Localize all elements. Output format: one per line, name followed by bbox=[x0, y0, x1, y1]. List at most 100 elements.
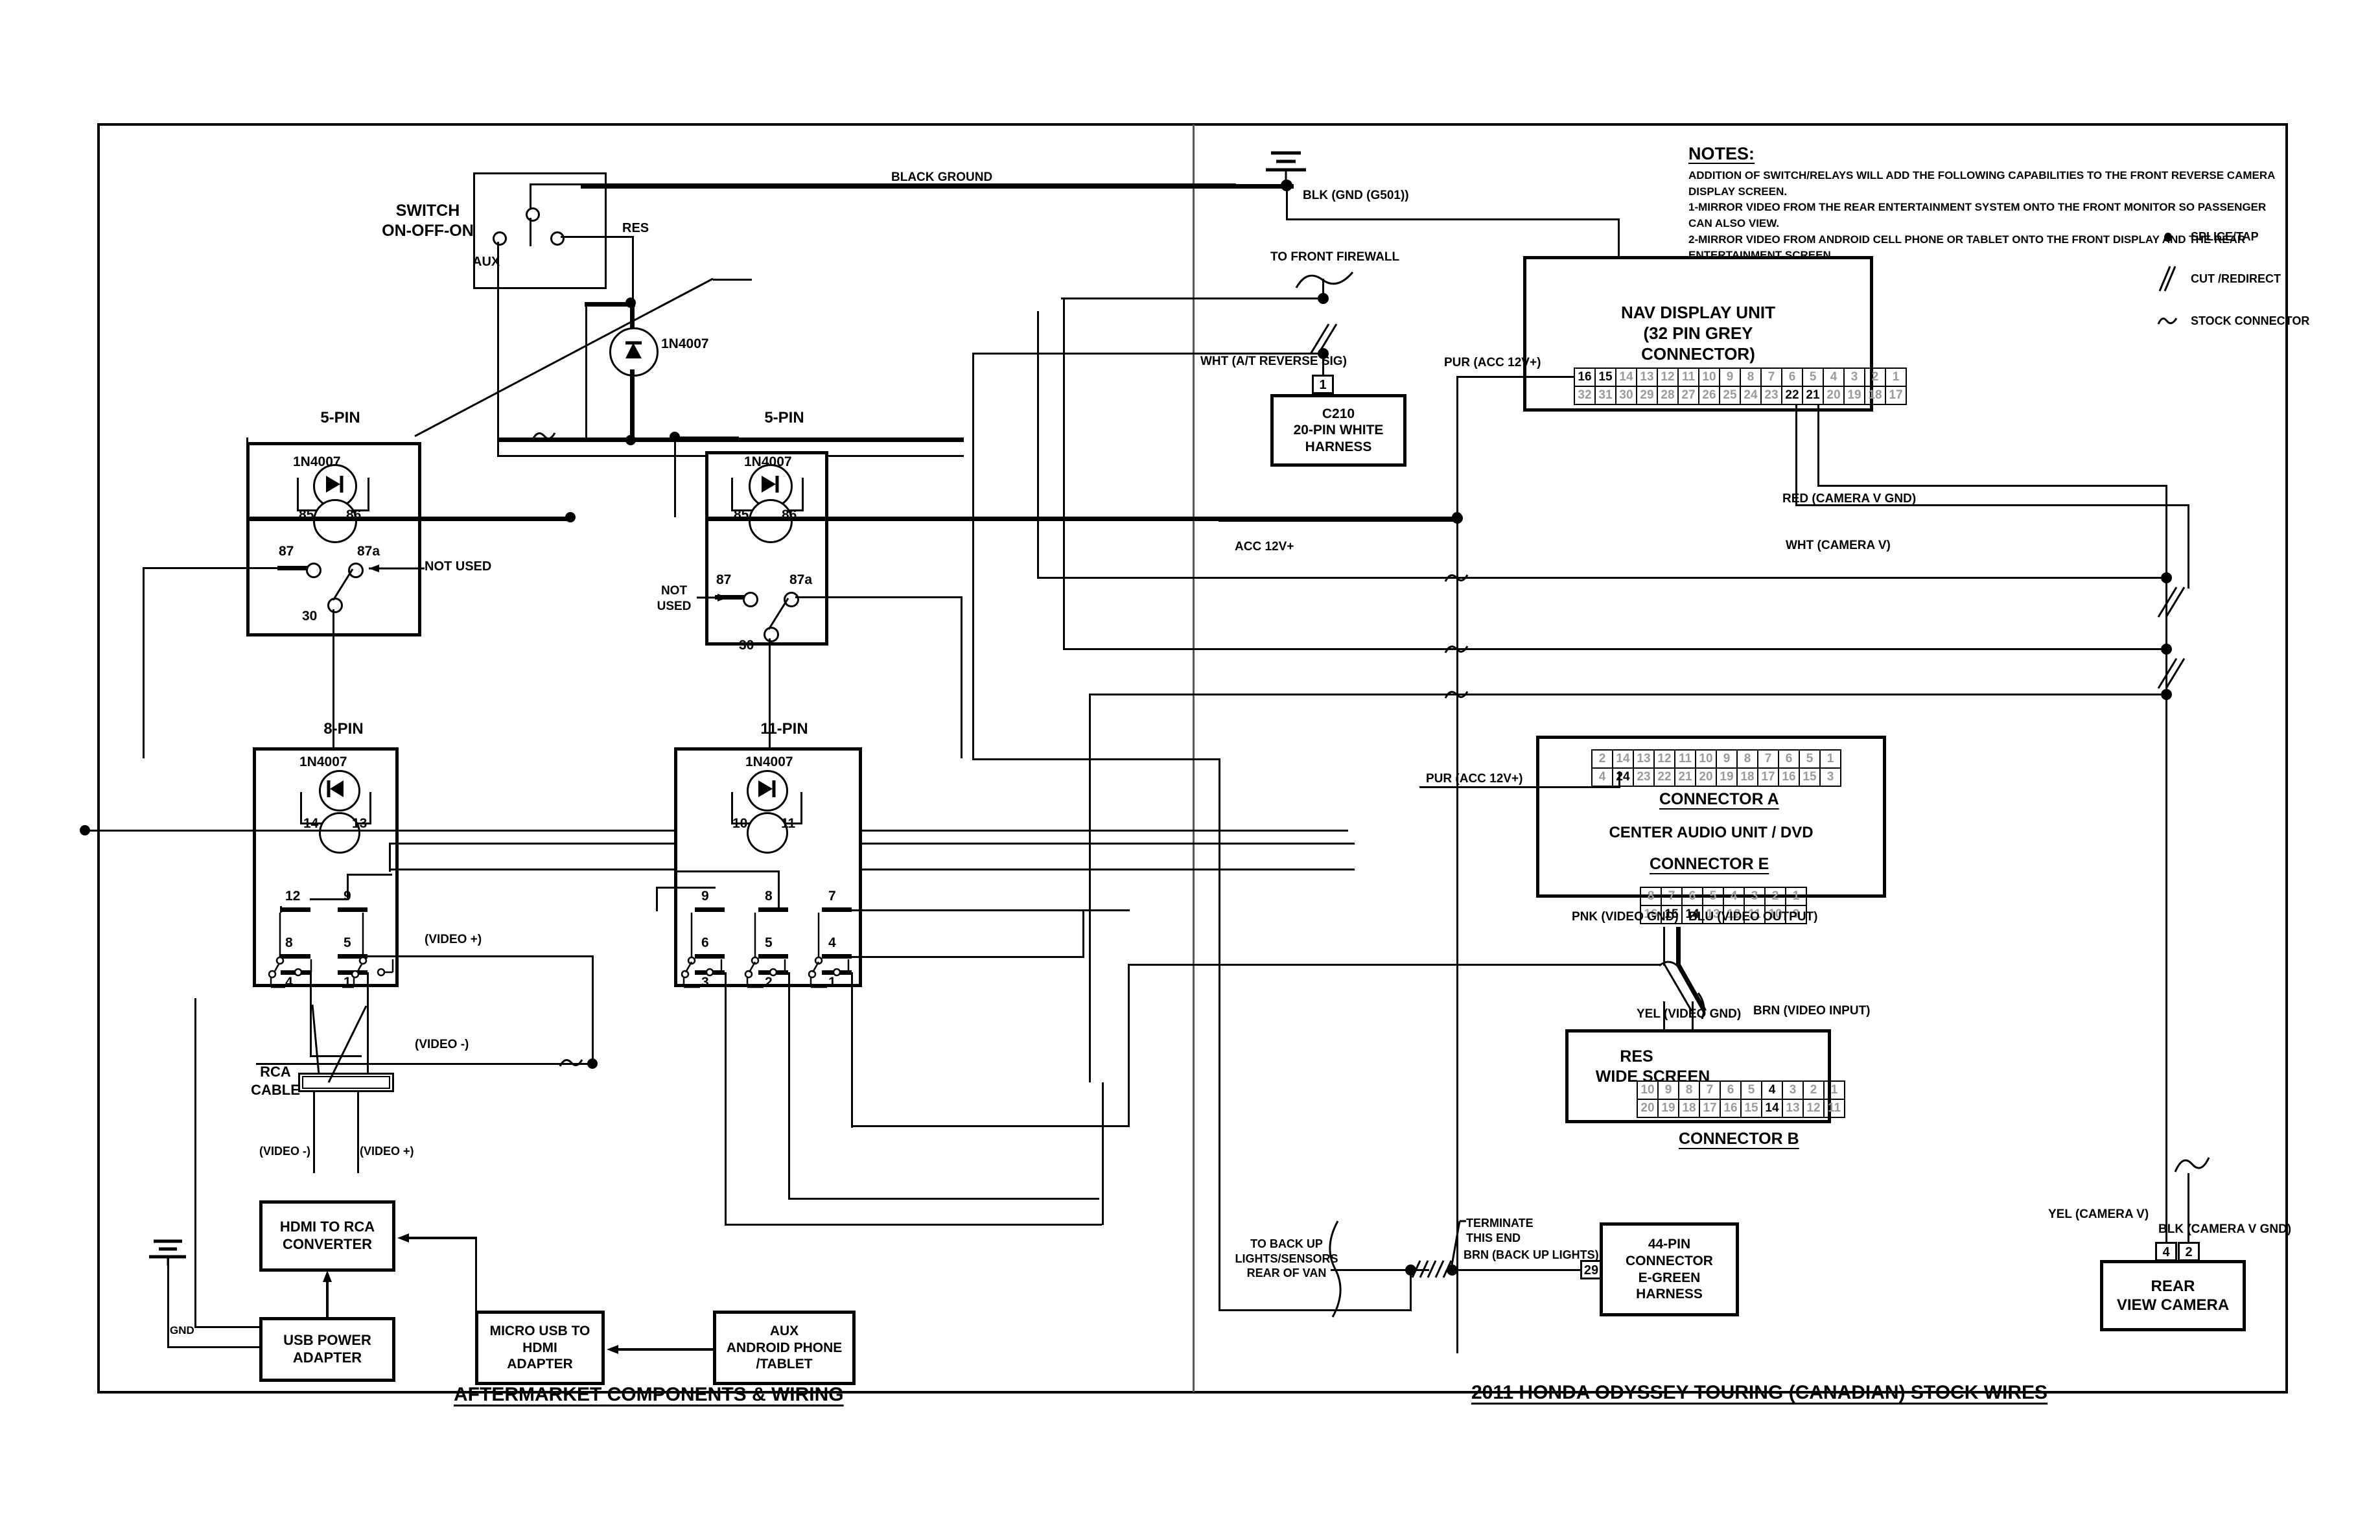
conn-a-pin: 9 bbox=[1716, 749, 1738, 769]
conn-b-pin: 14 bbox=[1761, 1099, 1783, 1118]
hdmi-to-rca-converter[interactable]: HDMI TO RCA CONVERTER bbox=[259, 1200, 395, 1272]
backup-reverse-top-h bbox=[972, 758, 1220, 760]
to-front-firewall-label: TO FRONT FIREWALL bbox=[1270, 250, 1400, 264]
splice-5pinleft-coil bbox=[565, 512, 576, 522]
connector-b-pins[interactable]: 10 9 8 7 6 5 4 3 2 1 20 19 18 17 16 15 1… bbox=[1637, 1080, 1845, 1118]
conn-b-row-bottom: 20 19 18 17 16 15 14 13 12 11 bbox=[1637, 1099, 1845, 1118]
micro-usb-to-hdmi-adapter[interactable]: MICRO USB TO HDMI ADAPTER bbox=[475, 1311, 605, 1385]
relay-8pin-w9-h bbox=[347, 874, 392, 876]
conn-a-pin: 13 bbox=[1633, 749, 1655, 769]
relay-5pin-left-term87 bbox=[277, 566, 309, 570]
connector-a-label: CONNECTOR A bbox=[1659, 790, 1779, 808]
terminate-line1: TERMINATE bbox=[1466, 1217, 1534, 1230]
bus-h-890 bbox=[1037, 577, 2168, 579]
nav-pin: 28 bbox=[1657, 386, 1679, 405]
switch-name-label: SWITCH ON-OFF-ON bbox=[353, 201, 502, 242]
relay-11pin-loop2-h bbox=[656, 887, 716, 889]
acc12v-main-v bbox=[1456, 517, 1458, 1353]
switch-branch-left-v bbox=[585, 302, 587, 438]
backup-reverse-left-v bbox=[1219, 758, 1220, 1311]
usb-power-adapter[interactable]: USB POWER ADAPTER bbox=[259, 1317, 395, 1382]
relay-5pin-left-87-feed bbox=[143, 567, 280, 569]
conn-a-pin: 19 bbox=[1716, 767, 1738, 787]
conn-b-pin: 5 bbox=[1740, 1080, 1762, 1100]
relay-8pin-w9-h2 bbox=[389, 869, 1355, 870]
relay-11pin-7-right bbox=[851, 909, 1130, 911]
backup-reverse-v bbox=[1410, 1269, 1412, 1311]
splice-8pin-coil-left bbox=[80, 825, 90, 835]
relay-5pin-mid-armature bbox=[767, 598, 789, 630]
relay-8pin-video-plus-label: (VIDEO +) bbox=[425, 933, 482, 946]
nav-pin: 4 bbox=[1823, 368, 1845, 387]
relay-8pin-term12 bbox=[281, 907, 310, 912]
conn-a-pin: 17 bbox=[1757, 767, 1779, 787]
switch-diode-wire-bot bbox=[630, 369, 635, 442]
connector-a-pins[interactable]: 2 14 13 12 11 10 9 8 7 6 5 1 4 24 23 22 … bbox=[1591, 749, 1841, 787]
switch-body[interactable] bbox=[473, 172, 607, 289]
nav-pin: 2 bbox=[1864, 368, 1886, 387]
conn-a-pin: 6 bbox=[1778, 749, 1800, 769]
nav-pin: 23 bbox=[1760, 386, 1782, 405]
relay-5pin-left-diode-symbol bbox=[326, 476, 344, 493]
video-minus-bus-label: (VIDEO -) bbox=[415, 1038, 469, 1051]
conn-a-pin: 3 bbox=[1819, 767, 1841, 787]
relay-11pin-armatures bbox=[681, 913, 850, 988]
conn-b-pin: 3 bbox=[1782, 1080, 1804, 1100]
aux-android-line3: /TABLET bbox=[756, 1357, 813, 1372]
relay-11pin-pin9: 9 bbox=[701, 889, 709, 904]
nav-pin22-down bbox=[2188, 504, 2189, 589]
relay-5pin-mid-left-v bbox=[705, 457, 707, 517]
nav-pin: 3 bbox=[1843, 368, 1865, 387]
switch-res-terminal bbox=[550, 231, 565, 246]
relay-8pin-pin4: 4 bbox=[285, 975, 293, 990]
hdmi-rca-line2: CONVERTER bbox=[282, 1236, 373, 1252]
res-wide-screen[interactable]: RES WIDE SCREEN bbox=[1565, 1029, 1831, 1123]
usb-power-line1: USB POWER bbox=[283, 1332, 371, 1349]
center-audio-unit[interactable]: CENTER AUDIO UNIT / DVD bbox=[1536, 736, 1886, 898]
rear-view-camera[interactable]: REAR VIEW CAMERA bbox=[2100, 1260, 2246, 1331]
nav-pin: 12 bbox=[1657, 368, 1679, 387]
nav-pin: 19 bbox=[1843, 386, 1865, 405]
ground-symbol-top bbox=[1266, 151, 1306, 181]
conn-b-pin: 16 bbox=[1720, 1099, 1742, 1118]
relay-5pin-mid-30-wire bbox=[769, 638, 771, 758]
connector-e-pins[interactable]: 8 7 6 5 4 3 2 1 16 15 14 13 12 11 10 9 bbox=[1640, 887, 1807, 924]
brn-backup-lights-label: BRN (BACK UP LIGHTS) bbox=[1464, 1248, 1599, 1261]
rca-cable-line2: CABLE bbox=[251, 1081, 300, 1098]
conn-e-pin: 9 bbox=[1785, 905, 1807, 924]
relay-5pin-left-coil bbox=[313, 499, 357, 543]
c210-connector[interactable]: C210 20-PIN WHITE HARNESS bbox=[1270, 394, 1406, 467]
conn-a-row-top: 2 14 13 12 11 10 9 8 7 6 5 1 bbox=[1591, 749, 1841, 769]
nav-line3: CONNECTOR) bbox=[1641, 344, 1755, 364]
relay-11pin-pin8: 8 bbox=[765, 889, 773, 904]
relay-11pin-pin7: 7 bbox=[828, 889, 836, 904]
blk-camera-v-gnd-label: BLK (CAMERA V GND) bbox=[2158, 1222, 2292, 1236]
conn-e-pin: 2 bbox=[1764, 887, 1786, 906]
pur-acc-nav-wire bbox=[1456, 376, 1574, 378]
connector-44pin-egreen[interactable]: 44-PIN CONNECTOR E-GREEN HARNESS bbox=[1600, 1222, 1739, 1316]
microusb-to-converter-h bbox=[475, 1347, 478, 1349]
relay-5pin-mid-title: 5-PIN bbox=[764, 409, 804, 426]
relay-5pin-left-pin85: 85 bbox=[299, 508, 314, 522]
usb-feed-v bbox=[194, 998, 196, 1327]
conn-e-pin: 8 bbox=[1640, 887, 1662, 906]
nav-pin: 26 bbox=[1698, 386, 1720, 405]
relay-5pin-mid-pin85: 85 bbox=[734, 508, 749, 522]
to-backup-line2: LIGHTS/SENSORS bbox=[1235, 1252, 1338, 1265]
relay-mid-diag-top bbox=[713, 279, 752, 281]
aux-android-phone-tablet[interactable]: AUX ANDROID PHONE /TABLET bbox=[713, 1311, 856, 1385]
stock-connector-bus-890 bbox=[1444, 574, 1469, 582]
legend-label-stock: STOCK CONNECTOR bbox=[2191, 314, 2310, 327]
relay-8pin-w4-v bbox=[310, 972, 312, 1056]
nav-32pin-connector[interactable]: 16 15 14 13 12 11 10 9 8 7 6 5 4 3 2 1 3… bbox=[1574, 368, 1907, 405]
splice-firewall-top bbox=[1318, 293, 1329, 304]
relay-8pin-term5 bbox=[338, 954, 368, 959]
left-collector-1 bbox=[725, 1134, 727, 1225]
conn-b-pin: 11 bbox=[1823, 1099, 1845, 1118]
conn44-line4: HARNESS bbox=[1636, 1287, 1703, 1302]
relay-5pin-left-armature bbox=[332, 568, 354, 601]
pnk-video-gnd-h bbox=[1128, 964, 1661, 966]
res-line1: RES bbox=[1620, 1047, 1653, 1066]
rca-video-minus-label: (VIDEO -) bbox=[259, 1145, 310, 1158]
relay-8pin-w4-h bbox=[310, 1055, 362, 1057]
